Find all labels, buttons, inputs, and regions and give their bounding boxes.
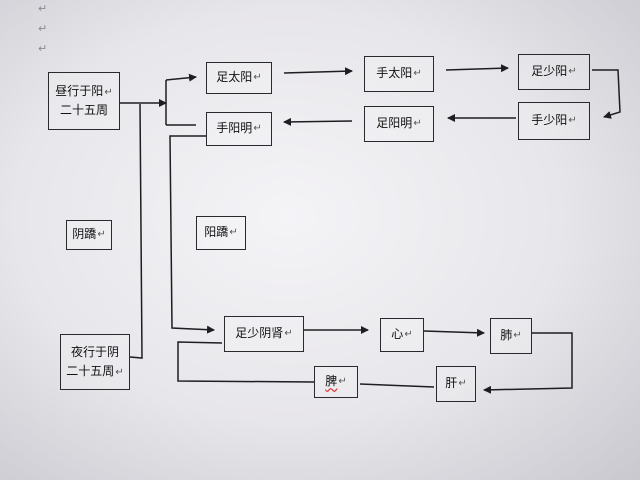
yang-qiao-label: 阳蹻 (204, 225, 229, 240)
connector-right-bracket (592, 69, 621, 119)
paragraph-mark: ↵ (513, 330, 522, 341)
shou-yangming-box: 手阳明↵ (206, 112, 272, 146)
lung-label: 肺 (500, 328, 513, 343)
zu-shaoyin-box: 足少阴肾↵ (224, 316, 304, 352)
shou-yangming-label: 手阳明 (216, 121, 253, 136)
heart-box: 心↵ (380, 318, 424, 352)
paragraph-mark: ↵ (104, 86, 113, 98)
paragraph-mark: ↵ (568, 66, 577, 77)
lung-box: 肺↵ (490, 318, 532, 354)
night-cycle-box: 夜行于阴 二十五周↵ (60, 334, 130, 390)
paragraph-mark: ↵ (253, 72, 262, 83)
paragraph-mark: ↵ (284, 328, 293, 339)
shou-shaoyang-label: 手少阳 (531, 113, 568, 128)
connector-shou-taiyang-to-zu-shaoyang (445, 64, 509, 73)
connector-zu-taiyang-to-shou-taiyang (283, 67, 353, 76)
zu-shaoyin-label: 足少阴肾 (235, 326, 284, 341)
paragraph-mark: ↵ (413, 68, 422, 79)
shou-taiyang-label: 手太阳 (376, 66, 413, 81)
connector-lung-right-bracket (483, 332, 573, 394)
connector-to-zu-taiyang (165, 73, 197, 82)
heart-label: 心 (391, 327, 404, 342)
yang-qiao-box: 阳蹻↵ (196, 216, 246, 250)
yin-qiao-box: 阴蹻↵ (66, 220, 112, 250)
paragraph-mark: ↵ (229, 227, 238, 238)
zu-shaoyang-label: 足少阳 (531, 64, 568, 79)
paragraph-mark-3: ↵ (38, 42, 48, 55)
spleen-box: 脾↵ (314, 366, 358, 398)
spleen-label: 脾 (325, 374, 338, 389)
paragraph-mark: ↵ (568, 115, 577, 126)
liver-label: 肝 (445, 376, 458, 391)
connector-night-trunk (129, 103, 143, 359)
day-cycle-line1: 昼行于阳 (55, 83, 104, 98)
paragraph-mark: ↵ (458, 378, 467, 389)
day-cycle-line2: 二十五周 (59, 103, 108, 117)
day-cycle-box: 昼行于阳↵ 二十五周 (48, 72, 120, 130)
connector-shou-yangming-down (169, 135, 215, 334)
connector-liver-to-spleen (359, 383, 435, 388)
paragraph-mark: ↵ (97, 229, 106, 240)
shou-shaoyang-box: 手少阳↵ (518, 102, 590, 140)
shou-taiyang-box: 手太阳↵ (364, 56, 434, 92)
zu-shaoyang-box: 足少阳↵ (518, 54, 590, 90)
paragraph-mark-1: ↵ (38, 2, 48, 15)
connector-heart-to-lung (423, 328, 485, 337)
paragraph-mark: ↵ (338, 376, 347, 387)
paragraph-mark: ↵ (413, 118, 422, 129)
paragraph-mark-2: ↵ (38, 22, 48, 35)
zu-taiyang-label: 足太阳 (216, 70, 253, 85)
paragraph-mark: ↵ (115, 367, 124, 378)
liver-box: 肝↵ (436, 366, 476, 402)
night-cycle-line2: 二十五周 (66, 364, 115, 378)
zu-taiyang-box: 足太阳↵ (206, 62, 272, 94)
yin-qiao-label: 阴蹻 (72, 227, 97, 242)
paragraph-mark: ↵ (404, 329, 413, 340)
paragraph-mark: ↵ (253, 123, 262, 134)
night-cycle-line1: 夜行于阴 (70, 344, 119, 359)
connector-spleen-back (177, 341, 315, 383)
zu-yangming-box: 足阳明↵ (364, 106, 434, 142)
zu-yangming-label: 足阳明 (376, 116, 413, 131)
connector-zu-yangming-to-shou-yangming (283, 117, 353, 126)
